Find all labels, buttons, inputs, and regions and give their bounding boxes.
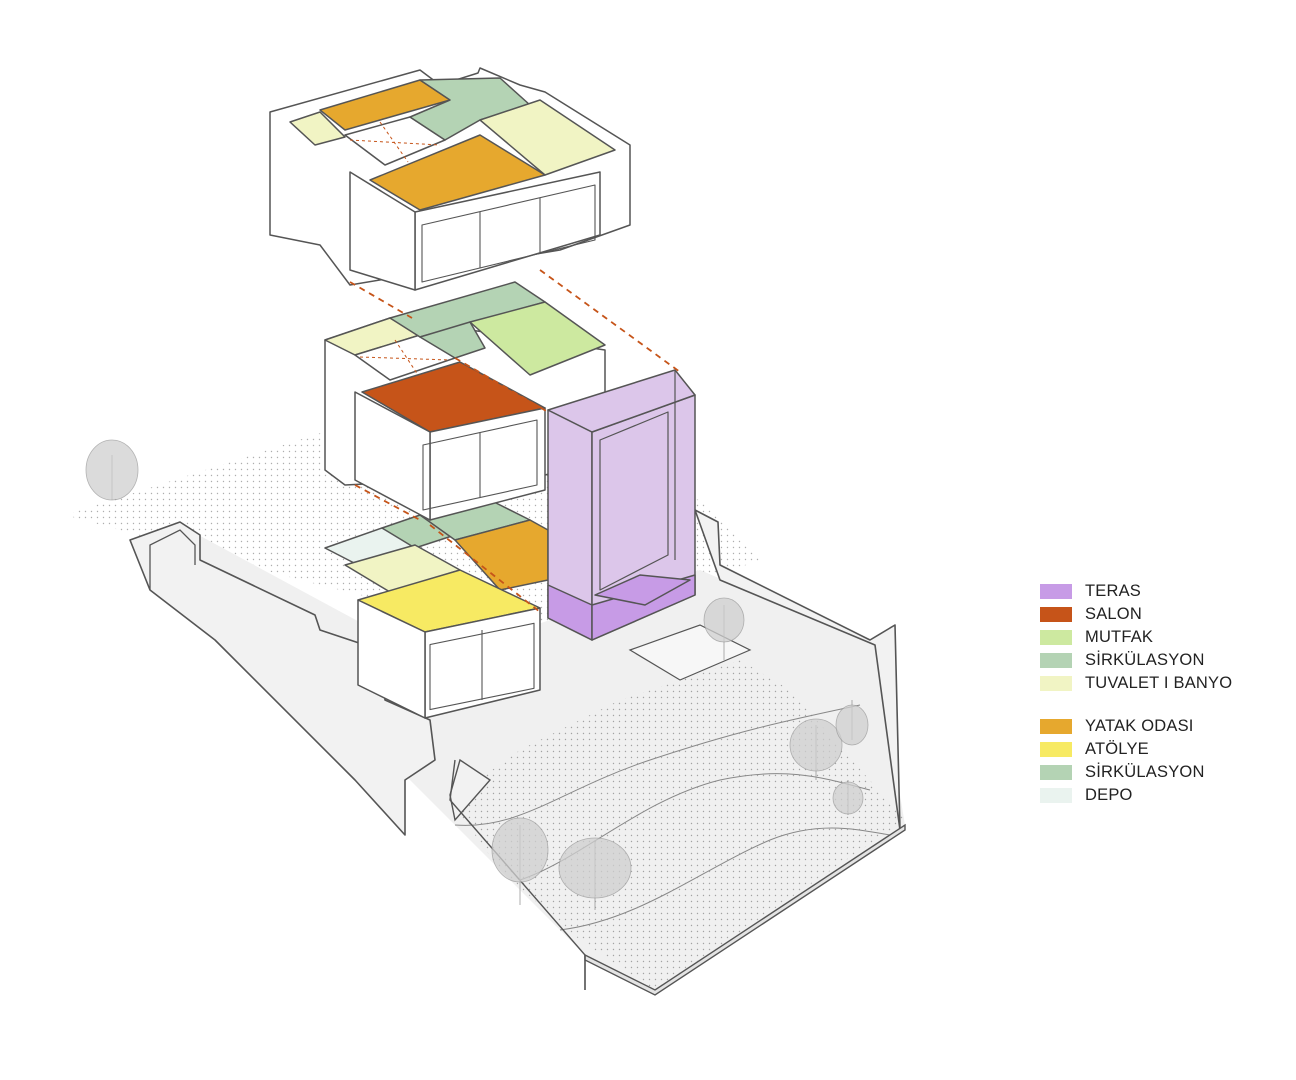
right-retaining-wall <box>694 509 901 831</box>
legend-label: SİRKÜLASYON <box>1085 651 1205 669</box>
legend-label: TERAS <box>1085 582 1142 600</box>
legend-label: SİRKÜLASYON <box>1085 763 1205 781</box>
legend-swatch <box>1040 719 1072 734</box>
alignment-lines <box>349 269 681 613</box>
contour-line-3 <box>559 827 891 931</box>
top-floor <box>269 67 631 291</box>
tree-left <box>85 439 139 501</box>
legend-group-lower: YATAK ODASI ATÖLYE SİRKÜLASYON DEPO <box>1040 715 1280 807</box>
tuvalet-top-2 <box>479 99 616 176</box>
wc-cross-2 <box>394 339 421 379</box>
teras-floor <box>594 574 691 606</box>
legend-label: TUVALET I BANYO <box>1085 674 1233 692</box>
tree-courtyard <box>703 597 745 660</box>
legend-swatch <box>1040 630 1072 645</box>
dash-ground-right <box>429 524 541 613</box>
top-box-side <box>349 171 416 291</box>
dash-top-right <box>539 269 681 373</box>
ground-floor <box>324 499 549 719</box>
legend-label: YATAK ODASI <box>1085 717 1194 735</box>
legend-swatch <box>1040 788 1072 803</box>
top-window <box>421 184 596 283</box>
legend-item-teras: TERAS <box>1040 580 1280 603</box>
tuvalet-top <box>289 111 346 146</box>
contour-line-1 <box>454 704 861 826</box>
legend-swatch <box>1040 742 1072 757</box>
left-wall-edge <box>149 529 196 590</box>
dash-middle-left <box>354 484 421 521</box>
legend: TERAS SALON MUTFAK SİRKÜLASYON TUVALET I… <box>1040 580 1280 807</box>
tree-right-1 <box>789 718 843 780</box>
dash-top-left <box>349 281 413 319</box>
sirkulasyon-middle-2 <box>419 321 486 359</box>
legend-item-depo: DEPO <box>1040 784 1280 807</box>
legend-item-yatak-odasi: YATAK ODASI <box>1040 715 1280 738</box>
legend-item-atolye: ATÖLYE <box>1040 738 1280 761</box>
legend-swatch <box>1040 607 1072 622</box>
legend-item-salon: SALON <box>1040 603 1280 626</box>
middle-window <box>422 419 538 511</box>
middle-floor <box>324 281 606 521</box>
teras-frame-inner <box>599 411 669 591</box>
sirkulasyon-top <box>409 77 531 141</box>
dash-middle-right <box>454 357 549 413</box>
tree-right-3 <box>832 780 864 815</box>
legend-item-mutfak: MUTFAK <box>1040 626 1280 649</box>
legend-swatch <box>1040 676 1072 691</box>
legend-label: ATÖLYE <box>1085 740 1149 758</box>
legend-label: SALON <box>1085 605 1142 623</box>
yatak-top-2 <box>369 134 546 211</box>
legend-item-sirkulasyon: SİRKÜLASYON <box>1040 649 1280 672</box>
legend-group-upper: TERAS SALON MUTFAK SİRKÜLASYON TUVALET I… <box>1040 580 1280 695</box>
middle-box-side <box>354 391 431 521</box>
wc-top-cross-2 <box>379 121 409 163</box>
legend-swatch <box>1040 584 1072 599</box>
tree-front-1 <box>491 817 549 905</box>
mutfak-room <box>469 301 606 376</box>
legend-label: DEPO <box>1085 786 1133 804</box>
teras-top <box>547 369 696 433</box>
teras-volume <box>547 369 696 641</box>
legend-swatch <box>1040 653 1072 668</box>
ground-box-side <box>357 599 426 719</box>
legend-item-tuvalet-banyo: TUVALET I BANYO <box>1040 672 1280 695</box>
tree-front-2 <box>558 837 632 910</box>
legend-label: MUTFAK <box>1085 628 1154 646</box>
tree-right-2 <box>835 700 869 746</box>
legend-swatch <box>1040 765 1072 780</box>
front-retaining-wall <box>449 758 492 822</box>
legend-item-sirkulasyon-2: SİRKÜLASYON <box>1040 761 1280 784</box>
